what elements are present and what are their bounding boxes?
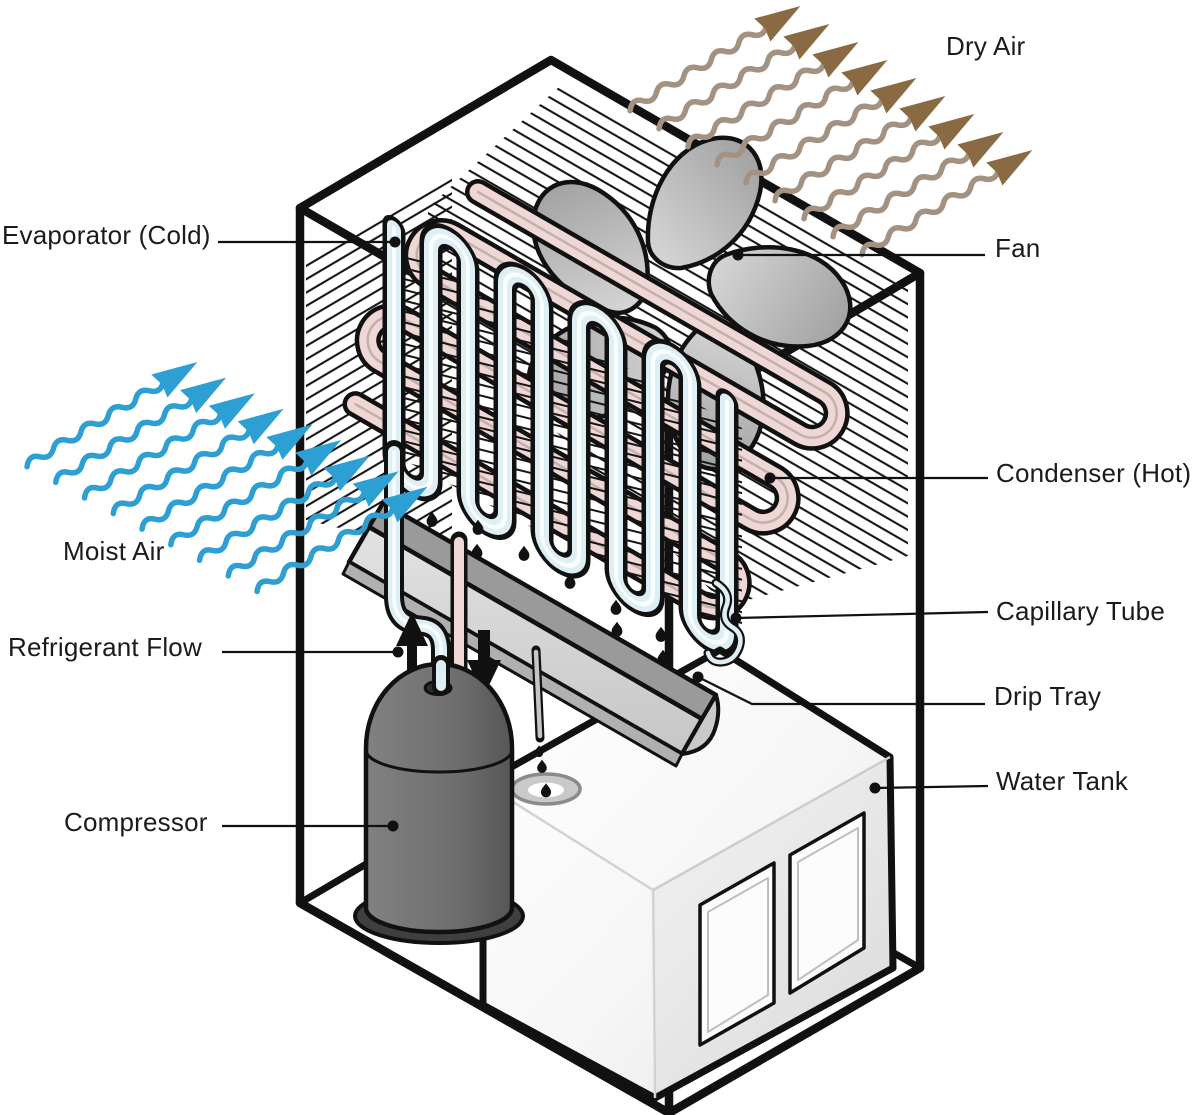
dry-air-arrow <box>622 0 809 122</box>
fan-blade <box>706 244 853 349</box>
label-dry-air: Dry Air <box>946 31 1026 61</box>
dry-air-arrow <box>651 12 838 140</box>
flow-down-arrow <box>467 630 501 696</box>
water-droplet <box>471 543 483 559</box>
drip-tray <box>341 500 721 768</box>
label-capillary-tube: Capillary Tube <box>996 596 1165 626</box>
tank-fill-hole <box>510 745 582 806</box>
water-tank <box>479 646 897 1102</box>
fan-blade <box>645 135 764 271</box>
capillary-tube <box>703 578 745 667</box>
leader-lines <box>218 236 989 832</box>
compressor <box>353 655 525 945</box>
label-refrigerant-flow: Refrigerant Flow <box>8 632 202 662</box>
label-condenser: Condenser (Hot) <box>996 458 1192 488</box>
dry-air-arrow <box>680 30 867 158</box>
moist-air-arrow <box>19 350 206 478</box>
moist-air-arrow <box>48 366 234 494</box>
moist-air-arrow <box>134 413 321 541</box>
evaporator-coil <box>382 215 739 656</box>
dry-air-arrow <box>709 48 896 176</box>
water-droplet <box>518 545 530 561</box>
dry-air-arrow <box>796 102 983 230</box>
label-evaporator: Evaporator (Cold) <box>2 220 211 250</box>
water-droplet <box>610 599 622 615</box>
dry-air-arrow <box>738 66 925 194</box>
label-fan: Fan <box>995 233 1041 263</box>
drain-rod <box>531 645 545 743</box>
label-water-tank: Water Tank <box>996 766 1129 796</box>
tank-windows <box>698 811 866 1047</box>
water-droplet <box>611 621 623 637</box>
moist-air-arrow <box>76 382 263 510</box>
dry-air-arrow <box>767 84 954 212</box>
label-compressor: Compressor <box>64 807 208 837</box>
label-moist-air: Moist Air <box>63 536 165 566</box>
flow-up-arrow <box>396 612 428 678</box>
moist-air-arrow <box>105 397 292 525</box>
dry-air-arrow <box>825 120 1012 248</box>
label-drip-tray: Drip Tray <box>994 681 1102 711</box>
suction-tube <box>384 440 451 700</box>
